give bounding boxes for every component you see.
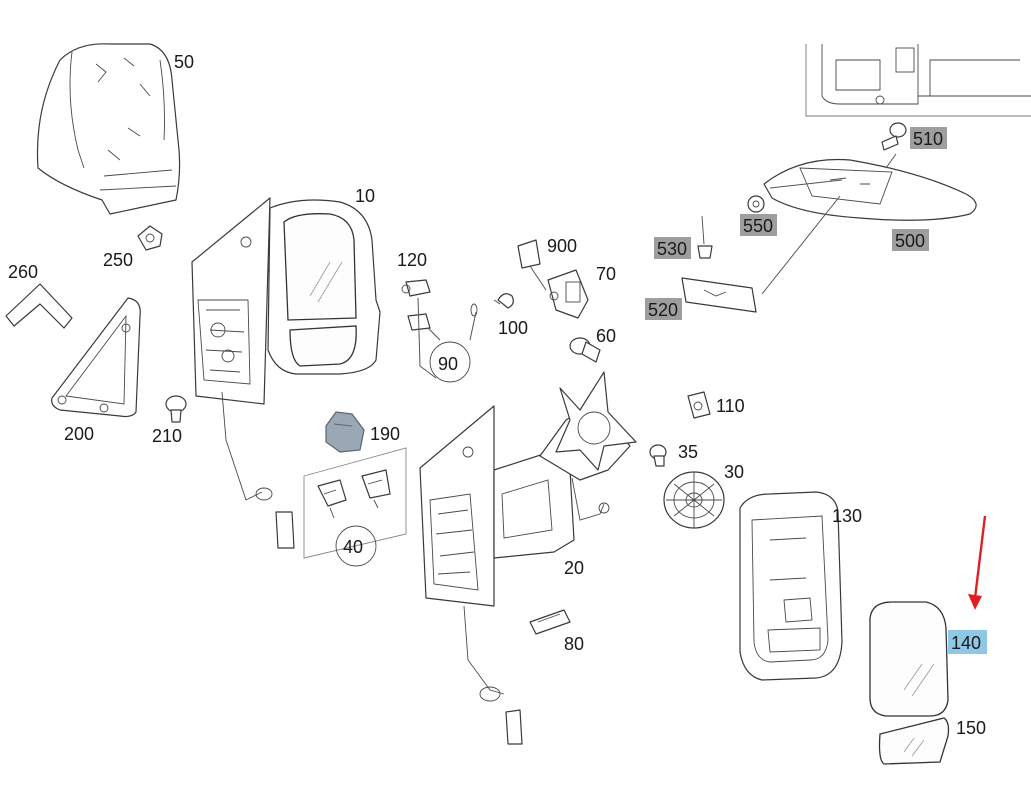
part-100-bulb <box>493 293 514 309</box>
label-120: 120 <box>397 250 427 270</box>
part-510-screw <box>881 122 907 151</box>
part-60-bolt <box>569 337 601 363</box>
label-190: 190 <box>370 424 400 444</box>
part-550-nut <box>747 195 765 213</box>
label-140: 140 <box>951 633 981 653</box>
label-500: 500 <box>895 231 925 251</box>
label-10: 10 <box>355 186 375 206</box>
red-pointer-arrow <box>968 515 987 610</box>
part-90-socket-set <box>407 297 478 383</box>
label-60: 60 <box>596 326 616 346</box>
label-30: 30 <box>724 462 744 482</box>
label-110: 110 <box>716 396 745 416</box>
part-200-triangle-trim <box>51 297 141 418</box>
label-520: 520 <box>648 300 678 320</box>
part-10-mirror-housing <box>191 197 381 549</box>
label-35: 35 <box>678 442 698 462</box>
label-130: 130 <box>832 506 862 526</box>
callout-labels: 50 10 250 260 200 210 120 90 100 900 70 … <box>8 52 986 738</box>
part-150-wide-angle-glass <box>878 717 950 765</box>
label-50: 50 <box>174 52 194 72</box>
part-40-kit <box>303 447 407 567</box>
part-210-screw <box>165 395 187 423</box>
label-90: 90 <box>438 354 458 374</box>
part-110-cap <box>687 391 711 419</box>
part-50-mirror-cover <box>36 43 181 215</box>
label-210: 210 <box>152 426 182 446</box>
highlight-boxes <box>645 127 987 654</box>
part-190-grey-clip <box>325 411 365 453</box>
part-140-mirror-glass <box>869 601 949 717</box>
part-70-indicator-lamp <box>547 269 589 319</box>
label-530: 530 <box>657 239 687 259</box>
label-200: 200 <box>64 424 94 444</box>
part-520-mounting-plate <box>681 277 757 313</box>
label-80: 80 <box>564 634 584 654</box>
label-550: 550 <box>743 216 773 236</box>
part-120-bulb-socket <box>401 279 431 297</box>
label-250: 250 <box>103 250 133 270</box>
label-260: 260 <box>8 262 38 282</box>
part-20-mirror-base <box>419 371 637 745</box>
part-30-adjustment-motor <box>663 471 725 529</box>
part-900-label-plate <box>517 239 547 291</box>
part-260-angle-trim <box>5 283 73 329</box>
part-80-connector <box>529 609 571 635</box>
vehicle-inset <box>805 44 1031 117</box>
part-500-bracket-cover <box>763 158 977 221</box>
part-130-glass-carrier <box>739 491 843 681</box>
leader-lines <box>761 153 897 295</box>
label-150: 150 <box>956 718 986 738</box>
part-530-rivet <box>697 215 713 259</box>
label-900: 900 <box>547 236 577 256</box>
label-40: 40 <box>343 537 363 557</box>
label-70: 70 <box>596 264 616 284</box>
part-250-clip <box>137 225 163 251</box>
label-20: 20 <box>564 558 584 578</box>
label-100: 100 <box>498 318 528 338</box>
label-510: 510 <box>913 129 943 149</box>
part-35-screw <box>649 444 667 467</box>
part-190-fill <box>325 411 365 453</box>
